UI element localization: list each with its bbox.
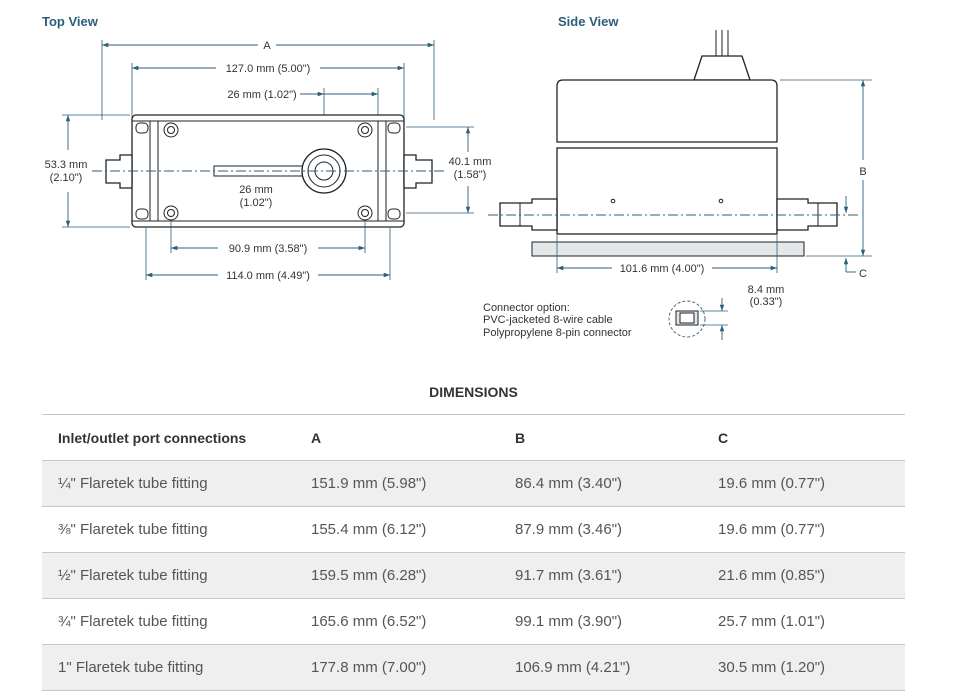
- dim-c-label: C: [859, 268, 867, 280]
- table-row: ¾" Flaretek tube fitting 165.6 mm (6.52"…: [42, 598, 905, 645]
- cell-b: 86.4 mm (3.40"): [499, 460, 702, 507]
- dim-a-label: A: [263, 40, 271, 52]
- cell-fitting: ½" Flaretek tube fitting: [42, 552, 295, 599]
- table-caption: DIMENSIONS: [42, 369, 905, 415]
- table-row: 1" Flaretek tube fitting 177.8 mm (7.00"…: [42, 644, 905, 691]
- cell-c: 25.7 mm (1.01"): [702, 598, 905, 645]
- dim-b-label: B: [859, 166, 866, 178]
- cell-a: 155.4 mm (6.12"): [295, 506, 499, 553]
- cell-fitting: 1" Flaretek tube fitting: [42, 644, 295, 691]
- cell-c: 21.6 mm (0.85"): [702, 552, 905, 599]
- table-row: ⅜" Flaretek tube fitting 155.4 mm (6.12"…: [42, 506, 905, 553]
- side-view-title: Side View: [558, 14, 619, 29]
- table-row: ½" Flaretek tube fitting 159.5 mm (6.28"…: [42, 552, 905, 599]
- dim-connector-in: (0.33"): [750, 296, 783, 308]
- table-row: ¼" Flaretek tube fitting 151.9 mm (5.98"…: [42, 460, 905, 507]
- dim-arm-in: (1.02"): [240, 197, 273, 209]
- connector-detail: [668, 298, 728, 340]
- dimension-drawing: Top View A 127.0 mm (5.00") 26 mm (1.02"…: [42, 14, 872, 340]
- connector-note-line-3: Polypropylene 8-pin connector: [483, 327, 632, 339]
- connector-note-line-2: PVC-jacketed 8-wire cable: [483, 314, 613, 326]
- header-a: A: [295, 414, 499, 461]
- dim-inner-mm: 40.1 mm: [449, 156, 492, 168]
- cell-a: 177.8 mm (7.00"): [295, 644, 499, 691]
- dim-offset-label: 26 mm (1.02"): [227, 89, 296, 101]
- table-caption-row: DIMENSIONS: [42, 369, 905, 415]
- cell-fitting: ⅜" Flaretek tube fitting: [42, 506, 295, 553]
- cell-c: 19.6 mm (0.77"): [702, 506, 905, 553]
- cell-a: 159.5 mm (6.28"): [295, 552, 499, 599]
- top-view: Top View A 127.0 mm (5.00") 26 mm (1.02"…: [42, 14, 491, 282]
- dim-arm-mm: 26 mm: [239, 184, 273, 196]
- cell-a: 151.9 mm (5.98"): [295, 460, 499, 507]
- cell-c: 30.5 mm (1.20"): [702, 644, 905, 691]
- dim-side-base-label: 101.6 mm (4.00"): [620, 263, 705, 275]
- side-view: Side View B C: [483, 14, 872, 340]
- dim-base-label: 114.0 mm (4.49"): [226, 270, 310, 282]
- dim-connector-mm: 8.4 mm: [748, 284, 785, 296]
- header-b: B: [499, 414, 702, 461]
- dimensions-table: DIMENSIONS Inlet/outlet port connections…: [42, 369, 905, 691]
- top-view-title: Top View: [42, 14, 99, 29]
- cell-b: 87.9 mm (3.46"): [499, 506, 702, 553]
- cell-c: 19.6 mm (0.77"): [702, 460, 905, 507]
- dim-height-in: (2.10"): [50, 172, 83, 184]
- header-c: C: [702, 414, 905, 461]
- dim-inner-in: (1.58"): [454, 169, 487, 181]
- connector-note-line-1: Connector option:: [483, 302, 570, 314]
- table-header-row: Inlet/outlet port connections A B C: [42, 414, 905, 461]
- dim-hole-spacing: 90.9 mm (3.58"): [229, 243, 308, 255]
- cell-b: 106.9 mm (4.21"): [499, 644, 702, 691]
- dim-overall-label: 127.0 mm (5.00"): [226, 63, 311, 75]
- dim-height-mm: 53.3 mm: [45, 159, 88, 171]
- cell-b: 91.7 mm (3.61"): [499, 552, 702, 599]
- cell-a: 165.6 mm (6.52"): [295, 598, 499, 645]
- cell-b: 99.1 mm (3.90"): [499, 598, 702, 645]
- header-connections: Inlet/outlet port connections: [42, 414, 295, 461]
- cell-fitting: ¾" Flaretek tube fitting: [42, 598, 295, 645]
- cell-fitting: ¼" Flaretek tube fitting: [42, 460, 295, 507]
